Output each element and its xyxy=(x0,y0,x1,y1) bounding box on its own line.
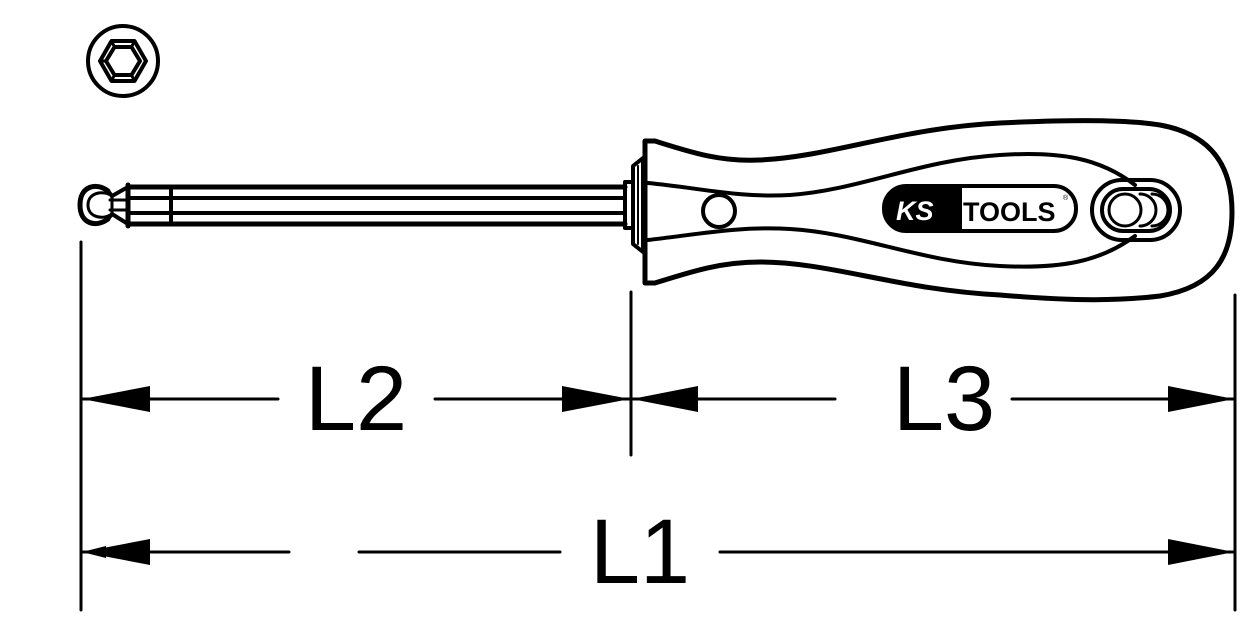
dimension-l1: L1 xyxy=(81,501,1235,603)
arrowhead-left-icon xyxy=(82,386,150,412)
arrowhead-right-icon xyxy=(1168,539,1234,565)
dimension-label-l2: L2 xyxy=(305,348,407,450)
dimension-label-l1: L1 xyxy=(590,501,690,603)
hex-end-view-icon xyxy=(86,24,160,98)
hex-shaft xyxy=(125,182,628,229)
arrowhead-left-icon xyxy=(82,539,150,565)
logo-ks-text: KS xyxy=(896,196,934,226)
arrowhead-left-icon xyxy=(632,386,698,412)
extension-lines xyxy=(79,240,1237,612)
arrowhead-right-icon xyxy=(1168,386,1234,412)
arrowhead-right-icon xyxy=(562,386,630,412)
logo-tools-text: TOOLS xyxy=(963,197,1056,227)
logo-registered-mark: ® xyxy=(1063,194,1069,202)
ball-end-tip-icon xyxy=(77,183,130,227)
dimension-l3: L3 xyxy=(631,348,1235,450)
dimension-label-l3: L3 xyxy=(893,348,995,450)
handle-end-cap-icon xyxy=(1090,178,1182,242)
handle-body xyxy=(642,118,1235,303)
hanging-hole-icon xyxy=(701,193,737,229)
handle-ferrule xyxy=(623,156,645,254)
dimension-l2: L2 xyxy=(81,348,631,450)
ks-tools-logo: KS TOOLS ® xyxy=(882,184,1078,233)
